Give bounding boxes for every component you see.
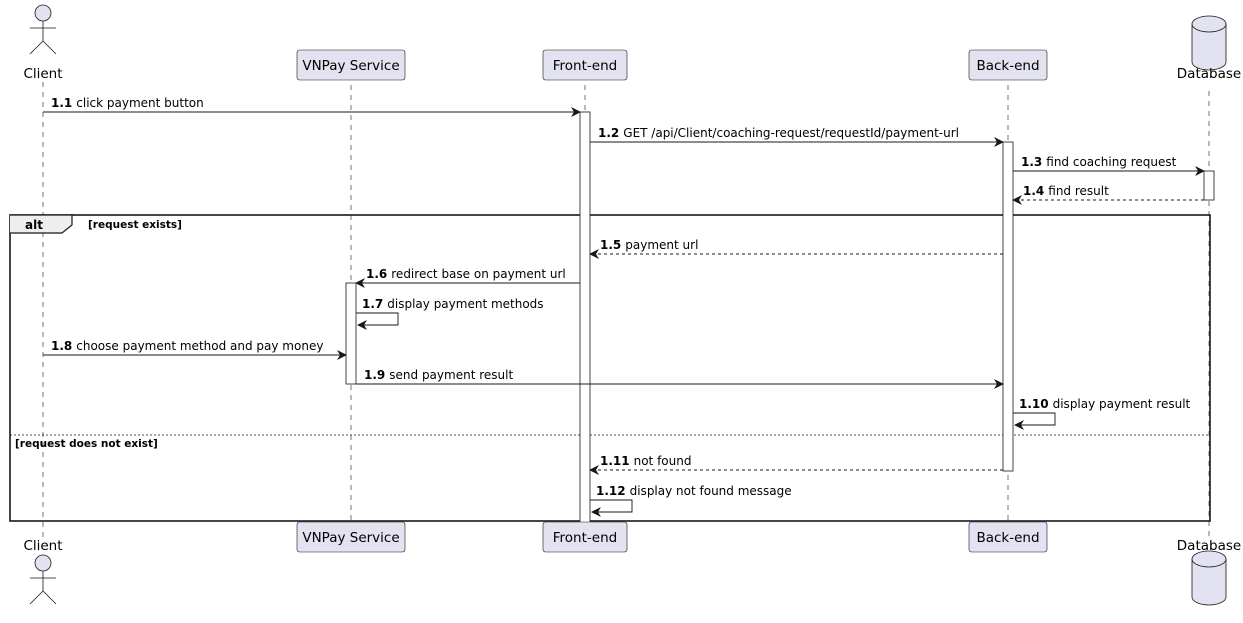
actor-leg-icon	[29, 590, 44, 605]
database-top-icon	[1191, 15, 1227, 33]
actor-head-icon	[34, 4, 52, 22]
alt-fragment-frame	[9, 214, 1211, 522]
message-1-7: 1.7 display payment methods	[356, 297, 544, 330]
actor-leg-icon	[42, 590, 57, 605]
message-1-4: 1.4 find result	[1012, 184, 1204, 205]
message-number: 1.7	[362, 297, 383, 311]
actor-label-client: Client	[23, 538, 62, 554]
message-arrow	[1013, 412, 1056, 430]
message-text: send payment result	[389, 368, 513, 382]
participant-label-backend: Back-end	[976, 530, 1039, 546]
message-arrow	[356, 312, 399, 330]
participant-label-backend: Back-end	[976, 58, 1039, 74]
alt-fragment: alt [request exists] [request does not e…	[9, 214, 1211, 522]
message-1-6: 1.6 redirect base on payment url	[355, 267, 580, 288]
message-label: 1.5 payment url	[600, 238, 698, 252]
alt-fragment-tab	[10, 214, 73, 234]
message-text: display payment methods	[387, 297, 543, 311]
message-number: 1.12	[596, 484, 626, 498]
message-number: 1.10	[1019, 397, 1049, 411]
message-1-2: 1.2 GET /api/Client/coaching-request/requ…	[590, 126, 1004, 147]
participant-box-frontend	[542, 49, 628, 81]
participant-box-frontend	[542, 521, 628, 553]
participant-box-backend	[968, 521, 1048, 553]
message-label: 1.4 find result	[1023, 184, 1109, 198]
database-label: Database	[1177, 538, 1241, 554]
message-label: 1.3 find coaching request	[1021, 155, 1177, 169]
message-label: 1.6 redirect base on payment url	[366, 267, 566, 281]
message-number: 1.6	[366, 267, 387, 281]
activation-bar-frontend	[579, 111, 591, 531]
participant-label-frontend: Front-end	[553, 58, 617, 74]
database-icon	[1191, 15, 1227, 71]
message-text: display payment result	[1053, 397, 1191, 411]
message-text: click payment button	[76, 96, 203, 110]
message-label: 1.8 choose payment method and pay money	[51, 339, 323, 353]
activation-bar-database	[1203, 170, 1215, 201]
message-number: 1.3	[1021, 155, 1042, 169]
participant-label-vnpay: VNPay Service	[302, 58, 399, 74]
participant-box-backend	[968, 49, 1048, 81]
message-1-5: 1.5 payment url	[589, 238, 1003, 259]
client-actor-icon	[29, 554, 57, 605]
participant-label-vnpay: VNPay Service	[302, 530, 399, 546]
actor-leg-icon	[29, 40, 44, 55]
message-label: 1.11 not found	[600, 454, 691, 468]
message-number: 1.2	[598, 126, 619, 140]
message-label: 1.1 click payment button	[51, 96, 204, 110]
message-number: 1.8	[51, 339, 72, 353]
message-text: redirect base on payment url	[391, 267, 566, 281]
message-text: choose payment method and pay money	[76, 339, 323, 353]
message-1-1: 1.1 click payment button	[43, 96, 581, 117]
participant-box-vnpay	[296, 521, 406, 553]
activations-layer	[345, 111, 1215, 531]
participant-label-frontend: Front-end	[553, 530, 617, 546]
activation-bar-backend	[1002, 141, 1014, 472]
message-arrow	[590, 499, 633, 517]
database-top-icon	[1191, 550, 1227, 568]
alt-operator-label: alt	[25, 218, 43, 232]
message-text: display not found message	[630, 484, 792, 498]
actor-head-icon	[34, 554, 52, 572]
message-label: 1.10 display payment result	[1019, 397, 1191, 411]
message-label: 1.2 GET /api/Client/coaching-request/requ…	[598, 126, 959, 140]
message-1-3: 1.3 find coaching request	[1013, 155, 1205, 176]
messages-layer: 1.1 click payment button 1.2 GET /api/Clien…	[43, 96, 1205, 517]
message-label: 1.7 display payment methods	[362, 297, 544, 311]
message-label: 1.9 send payment result	[364, 368, 513, 382]
client-actor-icon	[29, 4, 57, 55]
activation-bar-vnpay	[345, 282, 357, 385]
message-1-12: 1.12 display not found message	[590, 484, 792, 517]
message-text: GET /api/Client/coaching-request/request…	[623, 126, 959, 140]
message-number: 1.9	[364, 368, 385, 382]
message-1-11: 1.11 not found	[589, 454, 1003, 475]
message-1-8: 1.8 choose payment method and pay money	[43, 339, 347, 360]
guard-request-does-not-exist: [request does not exist]	[15, 438, 158, 450]
database-icon	[1191, 550, 1227, 606]
actor-label-client: Client	[23, 66, 62, 82]
guard-request-exists: [request exists]	[88, 219, 182, 231]
message-label: 1.12 display not found message	[596, 484, 792, 498]
database-body-icon	[1191, 558, 1227, 606]
message-number: 1.4	[1023, 184, 1044, 198]
message-number: 1.11	[600, 454, 630, 468]
message-1-10: 1.10 display payment result	[1013, 397, 1191, 430]
message-text: payment url	[625, 238, 698, 252]
database-body-icon	[1191, 23, 1227, 71]
message-1-9: 1.9 send payment result	[356, 368, 1004, 389]
message-text: find coaching request	[1046, 155, 1176, 169]
actor-leg-icon	[42, 40, 57, 55]
database-label: Database	[1177, 66, 1241, 82]
message-text: not found	[634, 454, 692, 468]
message-number: 1.5	[600, 238, 621, 252]
message-text: find result	[1048, 184, 1109, 198]
message-number: 1.1	[51, 96, 72, 110]
participant-box-vnpay	[296, 49, 406, 81]
